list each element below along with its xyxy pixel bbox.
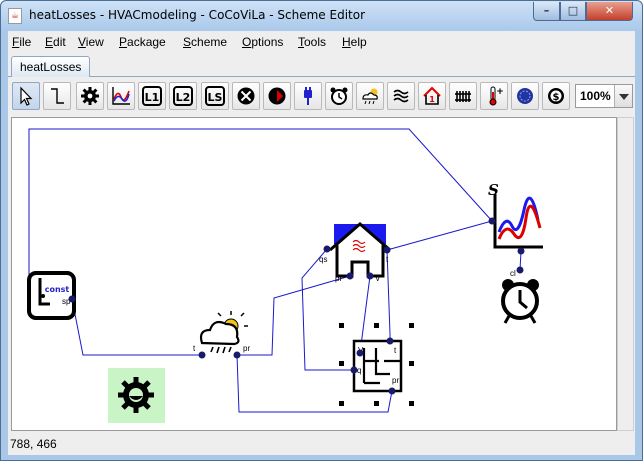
- weather-port-t: t: [193, 344, 196, 353]
- const-port-sp: sp: [62, 297, 71, 306]
- weather-block[interactable]: t pr: [193, 311, 250, 359]
- ls-icon: LS: [205, 86, 225, 106]
- svg-text:$: $: [553, 92, 560, 103]
- tab-heatlosses[interactable]: heatLosses: [11, 56, 91, 77]
- maximize-button[interactable]: □: [560, 2, 586, 21]
- thermometer-tool[interactable]: +: [480, 82, 508, 110]
- weather-tool[interactable]: [356, 82, 384, 110]
- menu-scheme[interactable]: Scheme: [183, 35, 228, 49]
- scheme-diagram[interactable]: const sp: [12, 118, 617, 431]
- house-icon: 1: [423, 86, 441, 105]
- sensor-tool[interactable]: [511, 82, 539, 110]
- wire-weather-pr-to-house: [237, 275, 351, 356]
- zoom-value: 100%: [580, 89, 611, 103]
- relation-connector-icon: [51, 88, 64, 104]
- thermometer-icon: +: [489, 86, 504, 106]
- svg-text:1: 1: [429, 95, 435, 104]
- chart-label: S: [488, 181, 499, 199]
- clock-port-cl: cl: [510, 269, 516, 278]
- house-port-t: t: [386, 255, 389, 264]
- java-app-icon: ☕: [8, 8, 22, 24]
- plug-tool[interactable]: [294, 82, 322, 110]
- status-bar: 788, 466: [8, 434, 635, 455]
- const-label: const: [45, 285, 70, 294]
- valve-x-icon: [237, 87, 255, 105]
- pump-icon: [268, 87, 286, 105]
- menu-help[interactable]: Help: [342, 35, 367, 49]
- menu-view[interactable]: View: [78, 35, 104, 49]
- money-gear-icon: $: [548, 88, 564, 104]
- radiator-tool[interactable]: [449, 82, 477, 110]
- wire-house-t-to-chart: [386, 220, 493, 251]
- house-port-v: V: [375, 274, 381, 283]
- relation-tool[interactable]: [43, 82, 71, 110]
- wire-const-to-weather: [71, 298, 202, 356]
- zoom-select[interactable]: 100%: [575, 84, 633, 108]
- house-port-pr: pr: [335, 274, 342, 283]
- select-pointer-tool[interactable]: [12, 82, 40, 110]
- heat-waves-tool[interactable]: [387, 82, 415, 110]
- house-tool[interactable]: 1: [418, 82, 446, 110]
- gear-icon: [81, 87, 99, 105]
- const-block[interactable]: const sp: [27, 271, 76, 320]
- gear-block[interactable]: [108, 368, 165, 423]
- valve-x-tool[interactable]: [232, 82, 260, 110]
- chart-icon: [112, 87, 130, 105]
- alarm-clock-icon: [330, 87, 348, 105]
- menu-file[interactable]: File: [12, 35, 32, 49]
- pump-tool[interactable]: [263, 82, 291, 110]
- alarm-clock-tool[interactable]: [325, 82, 353, 110]
- client-area: File Edit View Package Scheme Options To…: [8, 31, 635, 455]
- close-button[interactable]: ✕: [586, 2, 633, 21]
- chart-block[interactable]: S: [488, 181, 543, 255]
- money-gear-tool[interactable]: $: [542, 82, 570, 110]
- valve-port-t: t: [394, 346, 397, 355]
- l2-icon: L2: [173, 86, 193, 106]
- alarm-clock-block[interactable]: cl: [501, 266, 539, 324]
- wire-house-qs-to-valve: [301, 248, 354, 371]
- wire-const-to-chart: [28, 128, 493, 300]
- svg-text:LS: LS: [208, 91, 223, 104]
- chart-tool[interactable]: [107, 82, 135, 110]
- svg-text:+: +: [496, 87, 504, 97]
- palette-toolbar: L1 L2 LS: [8, 77, 635, 113]
- house-port-qs: qs: [319, 255, 327, 264]
- l2-tool[interactable]: L2: [169, 82, 197, 110]
- house-block[interactable]: qs t pr V: [319, 222, 391, 283]
- window-title: heatLosses - HVACmodeling - CoCoViLa - S…: [29, 8, 366, 22]
- svg-text:L2: L2: [176, 91, 191, 104]
- gear-tool[interactable]: [76, 82, 104, 110]
- l1-tool[interactable]: L1: [138, 82, 166, 110]
- l1-icon: L1: [142, 86, 162, 106]
- weather-port-pr: pr: [243, 344, 250, 353]
- chevron-down-icon[interactable]: [614, 85, 632, 107]
- menu-package[interactable]: Package: [119, 35, 166, 49]
- title-bar[interactable]: ☕ heatLosses - HVACmodeling - CoCoViLa -…: [1, 1, 642, 31]
- plug-icon: [304, 87, 312, 105]
- menu-options[interactable]: Options: [242, 35, 284, 49]
- select-pointer-icon: [20, 86, 33, 106]
- wire-weather-pr-to-valve: [236, 354, 393, 413]
- scheme-canvas[interactable]: const sp: [11, 117, 617, 431]
- svg-text:L1: L1: [145, 91, 160, 104]
- sensor-icon: [517, 88, 533, 104]
- tab-strip: heatLosses: [8, 53, 635, 77]
- menu-bar: File Edit View Package Scheme Options To…: [8, 31, 635, 53]
- selection-handles: [339, 323, 414, 406]
- valve-port-q: q: [357, 366, 361, 375]
- weather-icon: [362, 88, 378, 105]
- radiator-icon: [455, 91, 471, 102]
- menu-edit[interactable]: Edit: [45, 35, 66, 49]
- menu-tools[interactable]: Tools: [298, 35, 327, 49]
- minimize-button[interactable]: –: [533, 2, 560, 21]
- heat-waves-icon: [393, 89, 409, 103]
- valve-port-pr: pr: [392, 376, 399, 385]
- vertical-scrollbar[interactable]: [617, 117, 634, 431]
- ls-tool[interactable]: LS: [201, 82, 229, 110]
- valve-block[interactable]: V t q pr: [339, 323, 414, 406]
- cursor-coordinates: 788, 466: [10, 437, 57, 451]
